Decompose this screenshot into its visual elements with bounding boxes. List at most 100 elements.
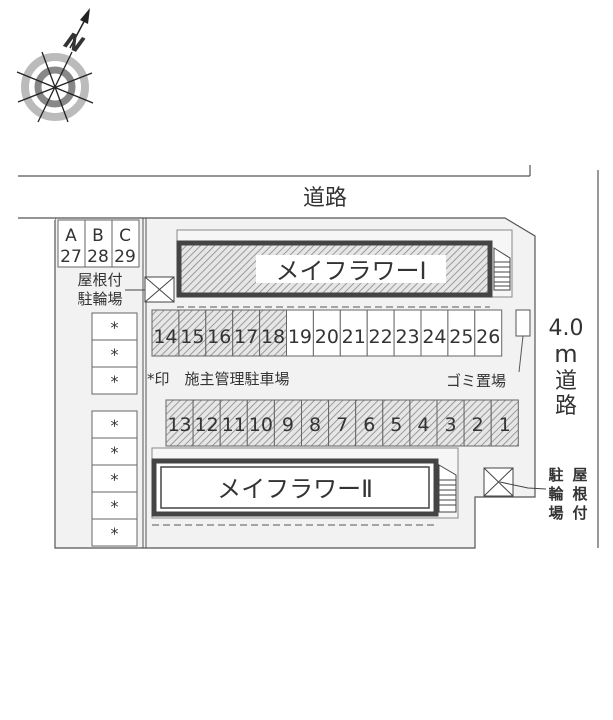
parking-space: 6 <box>355 399 384 447</box>
svg-text:m: m <box>554 340 577 368</box>
owner-parking-space: * <box>91 518 138 547</box>
parking-space-number: 12 <box>195 414 219 436</box>
parking-space: 23 <box>393 309 422 357</box>
parking-space: 9 <box>273 399 302 447</box>
parking-space-number: 15 <box>180 326 204 348</box>
svg-text:場: 場 <box>548 504 563 522</box>
building-1-name: メイフラワーⅠ <box>275 257 426 285</box>
parking-space: 11 <box>219 399 248 447</box>
svg-text:路: 路 <box>555 394 577 419</box>
bike-spaces: A 27 B 28 C 29 <box>57 219 140 268</box>
parking-space-number: 22 <box>369 326 393 348</box>
svg-text:4.0: 4.0 <box>549 316 584 341</box>
parking-space-number: 13 <box>167 414 191 436</box>
parking-space-number: 18 <box>261 326 285 348</box>
parking-space: 4 <box>409 399 438 447</box>
parking-space-number: 10 <box>249 414 273 436</box>
svg-text:屋根付: 屋根付 <box>77 271 122 289</box>
svg-text:27: 27 <box>60 247 82 267</box>
owner-marker: * <box>111 318 119 337</box>
garbage-area: ゴミ置場 <box>446 309 531 390</box>
owner-marker: * <box>111 470 119 489</box>
parking-space-number: 24 <box>422 326 446 348</box>
parking-space: 14 <box>151 309 180 357</box>
bike-parking-left: 屋根付 駐輪場 <box>77 271 175 308</box>
building-2: メイフラワーⅡ <box>151 447 459 519</box>
owner-marker: * <box>111 416 119 435</box>
owner-parking-space: * <box>91 410 138 439</box>
parking-space: 12 <box>192 399 221 447</box>
parking-space-number: 26 <box>476 326 500 348</box>
owner-parking-space: * <box>91 339 138 368</box>
owner-parking-space: * <box>91 312 138 341</box>
parking-space-number: 8 <box>309 414 321 436</box>
parking-space-number: 25 <box>449 326 473 348</box>
road-top-label: 道路 <box>303 186 347 211</box>
svg-text:根: 根 <box>572 485 587 503</box>
parking-space: 20 <box>312 309 341 357</box>
owner-parking-space: * <box>91 366 138 395</box>
parking-space-number: 4 <box>417 414 429 436</box>
bike-parking-right: 駐 輪 場 屋 根 付 <box>483 466 588 522</box>
road-top: 道路 <box>18 165 531 211</box>
parking-space: 15 <box>178 309 207 357</box>
parking-space-number: 11 <box>222 414 246 436</box>
parking-space-number: 3 <box>445 414 457 436</box>
svg-text:屋: 屋 <box>572 466 587 484</box>
parking-space: 19 <box>286 309 314 357</box>
parking-space-number: 21 <box>342 326 366 348</box>
parking-space: 26 <box>474 309 503 357</box>
parking-space: 5 <box>382 399 411 447</box>
svg-text:B: B <box>92 226 104 246</box>
parking-space-number: 23 <box>395 326 419 348</box>
svg-text:28: 28 <box>87 247 109 267</box>
parking-space: 2 <box>463 399 492 447</box>
parking-space: 13 <box>165 399 194 447</box>
svg-text:C: C <box>119 226 131 246</box>
owner-parking-space: * <box>91 464 138 493</box>
owner-parking-space: * <box>91 491 138 520</box>
parking-space: 25 <box>447 309 476 357</box>
legend-text: *印 施主管理駐車場 <box>147 370 290 388</box>
svg-text:A: A <box>65 226 77 246</box>
parking-space: 21 <box>339 309 368 357</box>
parking-space-number: 2 <box>472 414 484 436</box>
owner-marker: * <box>111 497 119 516</box>
owner-marker: * <box>111 443 119 462</box>
parking-space-number: 1 <box>499 414 511 436</box>
owner-marker: * <box>111 372 119 391</box>
parking-space: 18 <box>259 309 288 357</box>
svg-text:駐: 駐 <box>548 466 563 484</box>
parking-space: 3 <box>436 399 465 447</box>
parking-space: 16 <box>205 309 234 357</box>
owner-marker: * <box>111 524 119 543</box>
road-right-label: 4.0 m 道 路 <box>549 316 584 419</box>
owner-spaces: * * * * * * * * <box>91 312 138 547</box>
stairs-icon <box>438 464 457 513</box>
parking-space: 8 <box>301 399 330 447</box>
parking-space-number: 17 <box>234 326 258 348</box>
parking-space: 7 <box>328 399 357 447</box>
parking-space-number: 5 <box>390 414 402 436</box>
garbage-label: ゴミ置場 <box>446 372 506 390</box>
svg-text:道: 道 <box>555 369 577 394</box>
parking-space: 1 <box>490 399 519 447</box>
parking-space-number: 14 <box>153 326 177 348</box>
svg-text:駐輪場: 駐輪場 <box>77 290 122 308</box>
compass-icon: N <box>16 8 94 123</box>
parking-space-number: 7 <box>336 414 348 436</box>
owner-parking-space: * <box>91 437 138 466</box>
stairs-icon <box>493 247 511 291</box>
parking-space-number: 20 <box>315 326 339 348</box>
svg-text:輪: 輪 <box>548 485 564 503</box>
building-2-name: メイフラワーⅡ <box>217 475 373 503</box>
parking-space-number: 19 <box>288 326 312 348</box>
building-1: メイフラワーⅠ <box>176 229 513 298</box>
parking-space-number: 16 <box>207 326 231 348</box>
parking-space: 10 <box>246 399 275 447</box>
owner-marker: * <box>111 345 119 364</box>
svg-text:付: 付 <box>572 504 587 522</box>
